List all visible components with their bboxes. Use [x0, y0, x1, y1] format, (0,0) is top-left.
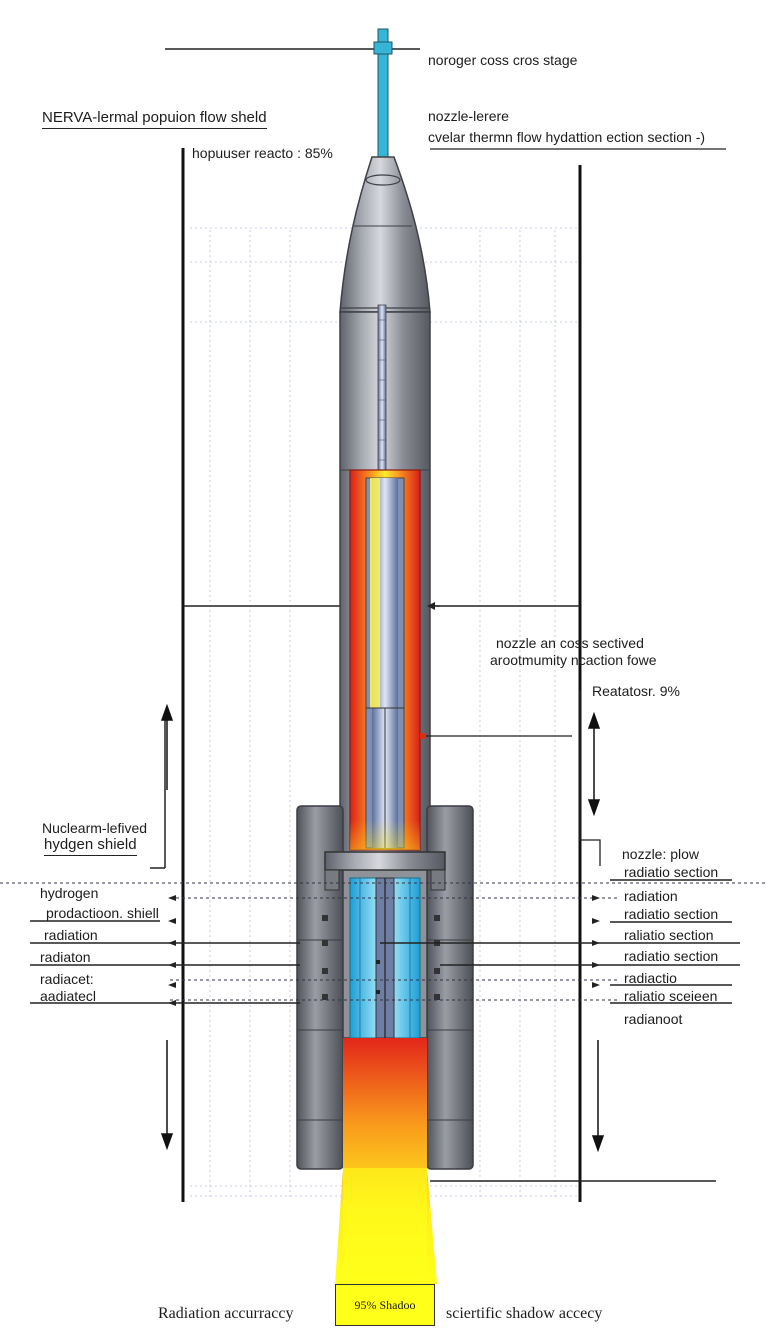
right-list-item: raliatio sceieen — [624, 988, 718, 1004]
label-shield-line1: Nuclearm-lefived — [42, 820, 148, 836]
right-list-item: radiatio section — [624, 948, 719, 964]
bottom-right-caption: sciertific shadow accecy — [446, 1305, 603, 1322]
label-shield-line2: hydgen shield — [44, 837, 137, 856]
right-list-item: radiation — [624, 888, 678, 904]
left-booster — [296, 805, 344, 1170]
control-rod — [377, 304, 387, 481]
label-mid-cross-line2: arootmumity ncaction fowe — [490, 652, 657, 668]
left-list-item: radiacet: — [40, 971, 94, 987]
right-list-item: radiatio section — [624, 864, 719, 880]
flange-ring — [324, 851, 446, 871]
left-list-item: prodactioon. shiell — [46, 905, 159, 921]
shadow-badge: 95% Shadoo — [335, 1284, 435, 1326]
label-mid-cross-line1: nozzle an coss sectived — [496, 635, 644, 651]
bottom-left-caption: Radiation accurraccy — [158, 1305, 294, 1322]
leader-lines — [422, 148, 726, 866]
left-list-item: hydrogen — [40, 885, 99, 901]
left-list-item: aadiatecl — [40, 988, 97, 1004]
label-top-stage: noroger coss cros stage — [428, 52, 578, 68]
down-arrow-icon — [160, 1040, 174, 1151]
right-list-item: radiactio — [624, 970, 677, 986]
up-arrow-icon — [160, 703, 174, 790]
right-list-item: nozzle: plow — [622, 846, 700, 862]
left-list-item: radiaton — [40, 949, 91, 965]
construction-grid — [190, 227, 578, 1200]
left-list-item: radiation — [44, 927, 98, 943]
right-list-item: radiatio section — [624, 906, 719, 922]
diagram-title: NERVA-lermal popuion flow sheld — [42, 110, 267, 129]
top-probe — [373, 28, 393, 158]
right-booster — [426, 805, 474, 1170]
label-nozzle-line1: nozzle-lerere — [428, 108, 509, 124]
shadow-badge-text: 95% Shadoo — [354, 1297, 416, 1312]
frame-lines — [181, 148, 582, 1202]
reactor-readout: hopuuser reacto : 85% — [192, 145, 333, 161]
right-list-item: raliatio section — [624, 927, 714, 943]
right-list-item: radianoot — [624, 1011, 683, 1027]
nose-cone — [339, 156, 431, 313]
left-pointer-icon — [427, 602, 435, 610]
label-nozzle-line2: cvelar thermn flow hydattion ection sect… — [428, 129, 706, 145]
coolant-channels — [349, 877, 421, 1039]
radiation-readout: Reatatosr. 9% — [592, 683, 680, 699]
